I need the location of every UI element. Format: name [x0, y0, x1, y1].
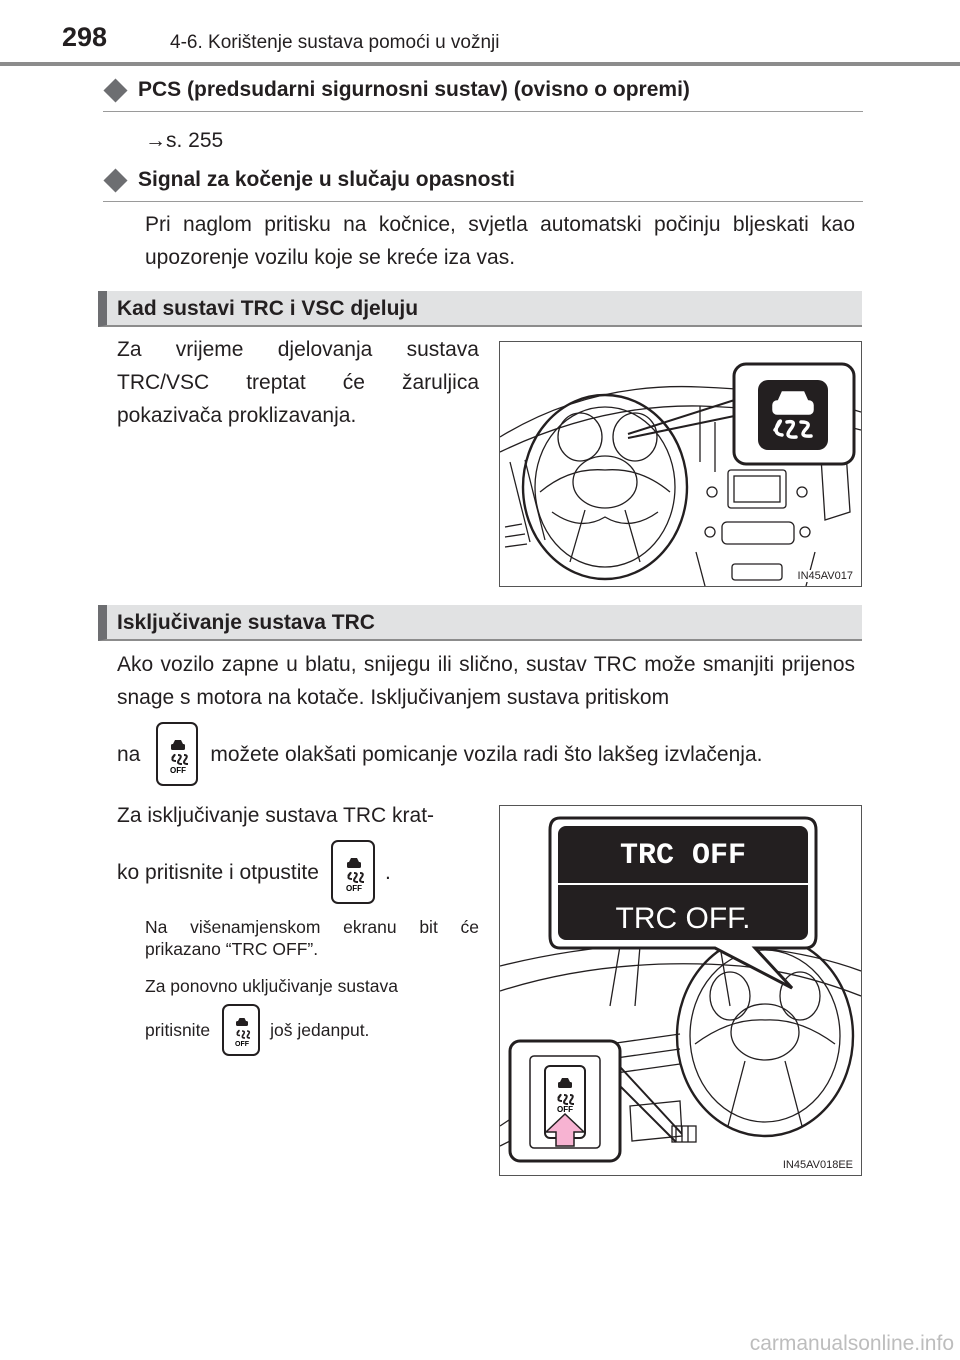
trc-off-note2-line1: Za ponovno uključivanje sustava — [145, 976, 398, 996]
figure-id: IN45AV018EE — [780, 1159, 855, 1171]
body-text-na: na — [117, 742, 141, 766]
note-text: pritisnite — [145, 1020, 211, 1040]
trc-vsc-section-heading: Kad sustavi TRC i VSC djeluju — [98, 291, 862, 327]
trc-off-button-icon: OFF — [330, 840, 375, 904]
trc-off-step-line1: Za isključivanje sustava TRC krat- — [117, 804, 435, 827]
step-period: . — [384, 860, 391, 884]
dashboard-illustration — [500, 362, 861, 586]
trc-vsc-body: Za vrijeme djelovanja sustava TRC/VSC tr… — [117, 338, 479, 427]
signal-body: Pri naglom pritisku na kočnice, svjetla … — [145, 213, 855, 269]
slip-indicator-icon — [772, 391, 814, 439]
body-text-line2: možete olakšati pomicanje vozila radi št… — [210, 742, 763, 766]
step-text: ko pritisnite i otpustite — [117, 860, 319, 884]
trc-off-note1: Na višenamjenskom ekranu bit će prikazan… — [145, 917, 479, 959]
trc-off-note2-line2: pritisnite OFF još jedanput. — [145, 1004, 369, 1056]
trc-off-step-line2: ko pritisnite i otpustite OFF . — [117, 840, 391, 904]
signal-heading: Signal za kočenje u slučaju opasnosti — [103, 167, 863, 202]
dashboard-slip-indicator-figure: IN45AV017 — [499, 341, 862, 587]
trc-off-illustration: TRC OFF TRC OFF. OFF — [500, 816, 861, 1163]
trc-off-button-icon: OFF — [222, 1004, 261, 1056]
signal-title: Signal za kočenje u slučaju opasnosti — [138, 168, 515, 191]
diamond-bullet-icon — [103, 77, 128, 103]
off-label: OFF — [346, 884, 362, 893]
trc-off-button-icon: OFF — [156, 722, 199, 786]
diamond-bullet-icon — [103, 167, 128, 193]
trc-off-display-figure: TRC OFF TRC OFF. OFF IN45AV018EE — [499, 805, 862, 1176]
off-label: OFF — [170, 766, 186, 775]
header-rule — [0, 62, 960, 66]
note-text-tail: još jedanput. — [270, 1020, 370, 1040]
pcs-heading: PCS (predsudarni sigurnosni sustav) (ovi… — [103, 77, 863, 112]
press-arrow-icon — [544, 1112, 586, 1147]
trc-off-body: Ako vozilo zapne u blatu, snijegu ili sl… — [117, 653, 855, 709]
chapter-title: 4-6. Korištenje sustava pomoći u vožnji — [170, 32, 500, 53]
watermark: carmanualsonline.info — [749, 1332, 954, 1355]
off-label: OFF — [235, 1041, 250, 1048]
pcs-reference[interactable]: →s. 255 — [145, 129, 224, 152]
trc-off-section-heading: Isključivanje sustava TRC — [98, 605, 862, 641]
display-trc-off-bottom: TRC OFF. — [616, 902, 751, 935]
off-label: OFF — [557, 1105, 573, 1114]
trc-off-switch-icon: OFF — [557, 1078, 575, 1114]
trc-off-body-line2: na OFF možete olakšati pomicanje vozila … — [117, 722, 855, 786]
figure-id: IN45AV017 — [795, 570, 855, 582]
display-trc-off-top: TRC OFF — [620, 839, 746, 873]
pcs-title: PCS (predsudarni sigurnosni sustav) (ovi… — [138, 78, 690, 101]
page-number: 298 — [62, 22, 108, 52]
